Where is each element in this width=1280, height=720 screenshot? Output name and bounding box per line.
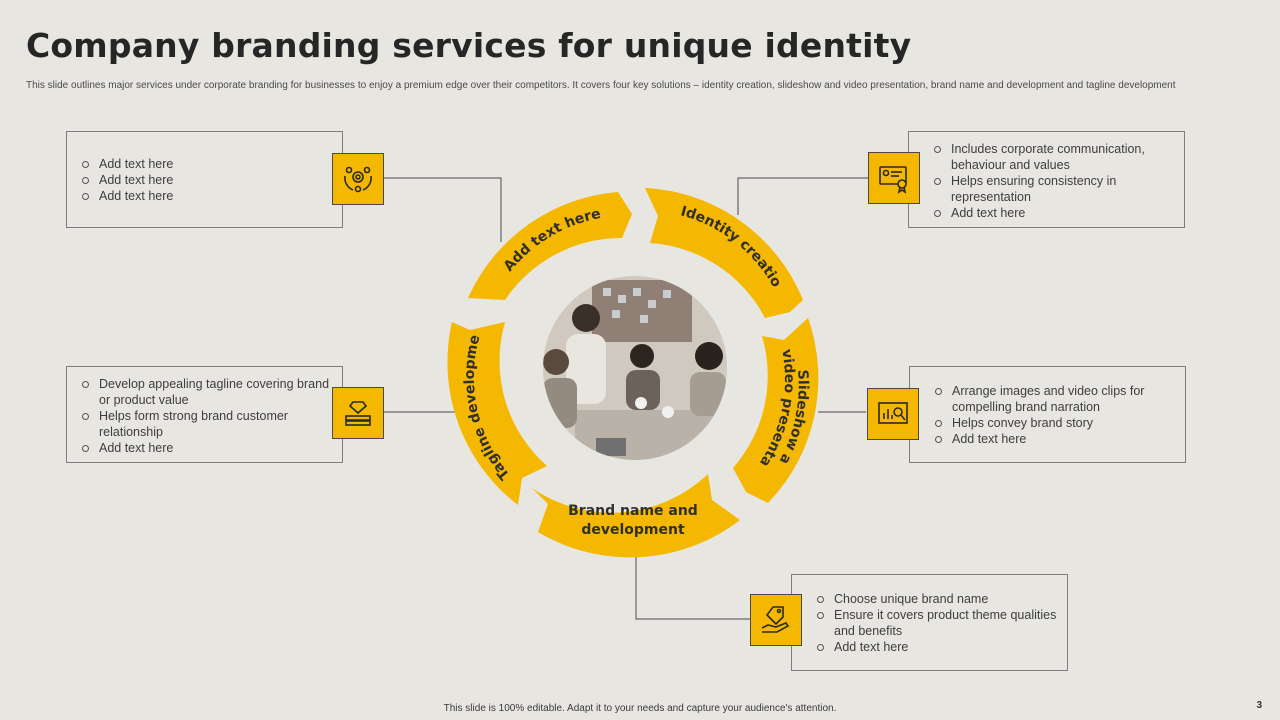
list-item: Ensure it covers product theme qualities… [816,607,1057,639]
list-item: Add text here [933,205,1174,221]
connector-top-left [384,177,502,242]
hand-tag-icon [750,594,802,646]
certificate-card-icon [868,152,920,204]
presentation-chart-icon [867,388,919,440]
list-item: Choose unique brand name [816,591,1057,607]
service-box-top-right: Includes corporate communication, behavi… [908,131,1185,228]
list-item: Add text here [81,156,342,172]
ring-segment-slideshow [733,318,819,503]
connector-bottom [635,550,750,620]
page-number: 3 [1256,700,1262,711]
ring-segment-brand [532,474,740,558]
service-box-mid-right: Arrange images and video clips for compe… [909,366,1186,463]
bullet-list: Add text here Add text here Add text her… [81,156,342,204]
ring-segment-add-text [468,192,632,300]
service-box-mid-left: Develop appealing tagline covering brand… [66,366,343,463]
list-item: Includes corporate communication, behavi… [933,141,1174,173]
list-item: Develop appealing tagline covering brand… [81,376,332,408]
list-item: Add text here [934,431,1175,447]
ring [447,188,819,558]
list-item: Helps convey brand story [934,415,1175,431]
ring-segment-identity [645,188,803,318]
list-item: Add text here [81,188,342,204]
list-item: Add text here [81,440,332,456]
connector-lines [384,177,868,620]
ring-label-brand-line1: Brand name and [568,503,698,519]
bullet-list: Includes corporate communication, behavi… [933,141,1174,221]
list-item: Arrange images and video clips for compe… [934,383,1175,415]
connector-top-right [737,177,868,215]
bullet-list: Choose unique brand name Ensure it cover… [816,591,1057,655]
footer-note: This slide is 100% editable. Adapt it to… [443,703,837,714]
service-box-top-left: Add text here Add text here Add text her… [66,131,343,228]
team-gear-icon [332,153,384,205]
ring-label-brand-line2: development [581,522,685,538]
list-item: Add text here [816,639,1057,655]
bullet-list: Arrange images and video clips for compe… [934,383,1175,447]
list-item: Helps form strong brand customer relatio… [81,408,332,440]
center-photo [543,276,727,460]
page-subtitle: This slide outlines major services under… [26,80,1176,91]
bullet-list: Develop appealing tagline covering brand… [81,376,332,456]
list-item: Helps ensuring consistency in representa… [933,173,1174,205]
list-item: Add text here [81,172,342,188]
ring-segment-tagline [447,322,547,505]
diamond-cards-icon [332,387,384,439]
service-box-bottom: Choose unique brand name Ensure it cover… [791,574,1068,671]
page-title: Company branding services for unique ide… [26,26,912,65]
